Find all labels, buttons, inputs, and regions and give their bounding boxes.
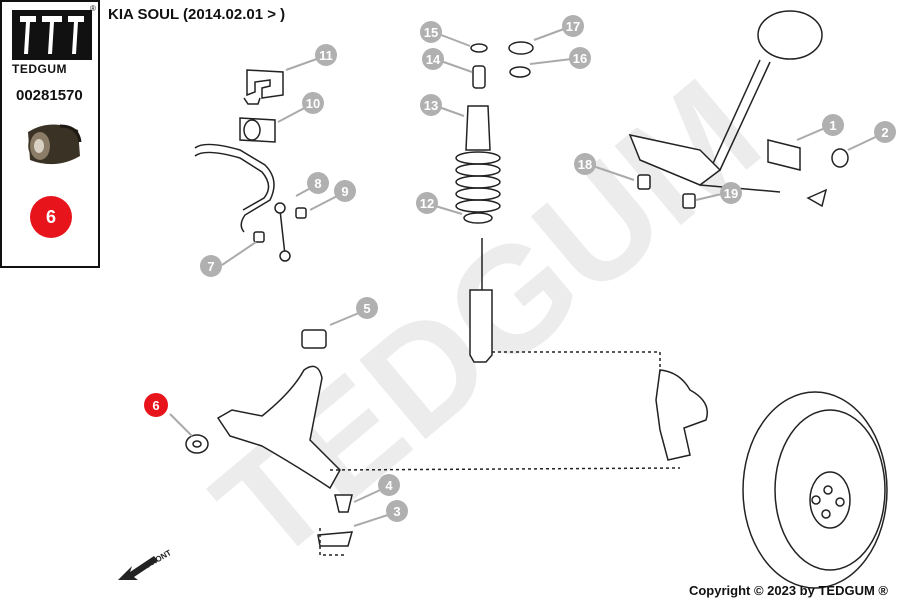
tie-rod-end	[806, 188, 828, 208]
front-arrow-icon: FRONT	[118, 548, 173, 580]
control-arm-bushing-5	[301, 329, 327, 349]
coil-spring	[455, 151, 501, 213]
link-bushing-9	[295, 207, 307, 219]
steering-knuckle	[655, 369, 708, 461]
callout-15: 15	[420, 21, 442, 43]
callout-9: 9	[334, 180, 356, 202]
stabilizer-bushing-11	[246, 69, 284, 99]
callout-16: 16	[569, 47, 591, 69]
callout-3: 3	[386, 500, 408, 522]
wheel-hub	[809, 471, 851, 529]
callout-5: 5	[356, 297, 378, 319]
svg-text:FRONT: FRONT	[145, 548, 173, 570]
callout-6: 6	[144, 393, 168, 417]
stabilizer-bar	[194, 143, 275, 233]
callout-11: 11	[315, 44, 337, 66]
rack-bushing-18	[637, 174, 651, 190]
registered-mark: ®	[90, 4, 96, 13]
bushing-photo	[28, 124, 82, 165]
link-bushing-7	[253, 231, 265, 243]
rack-bushing-19	[682, 193, 696, 209]
brand-name: TEDGUM	[12, 62, 67, 76]
stabilizer-link	[279, 209, 286, 256]
copyright-notice: Copyright © 2023 by TEDGUM ®	[688, 583, 888, 598]
boot-clamp-2	[831, 148, 849, 168]
steering-wheel	[757, 10, 823, 60]
callout-10: 10	[302, 92, 324, 114]
bump-stop-14	[472, 65, 486, 89]
strut-washer-15	[470, 43, 488, 53]
callout-8: 8	[307, 172, 329, 194]
callout-2: 2	[874, 121, 896, 143]
control-arm-bushing-6	[185, 434, 209, 454]
steering-boot-1	[767, 139, 801, 171]
strut-mount-17	[508, 41, 534, 55]
part-position-number: 6	[45, 206, 56, 227]
strut-bearing-16	[509, 66, 531, 78]
callout-1: 1	[822, 114, 844, 136]
callout-18: 18	[574, 153, 596, 175]
dust-boot-13	[465, 105, 491, 151]
lower-control-arm	[216, 365, 341, 490]
steering-rack	[628, 133, 722, 186]
ball-joint-boot-4	[334, 494, 353, 513]
part-info-panel: ® TEDGUM 00281570 6	[0, 0, 100, 268]
part-position-badge: 6	[30, 196, 72, 238]
tedgum-logo	[12, 10, 92, 60]
callout-19: 19	[720, 182, 742, 204]
vehicle-title: KIA SOUL (2014.02.01 > )	[108, 6, 286, 23]
callout-7: 7	[200, 255, 222, 277]
spring-seat-12	[463, 212, 493, 224]
shock-absorber	[469, 289, 493, 363]
wheel-tire	[742, 391, 888, 589]
callout-17: 17	[562, 15, 584, 37]
part-number: 00281570	[16, 87, 83, 104]
callout-4: 4	[378, 474, 400, 496]
ball-joint-3	[317, 531, 354, 547]
callout-12: 12	[416, 192, 438, 214]
callout-13: 13	[420, 94, 442, 116]
callout-14: 14	[422, 48, 444, 70]
